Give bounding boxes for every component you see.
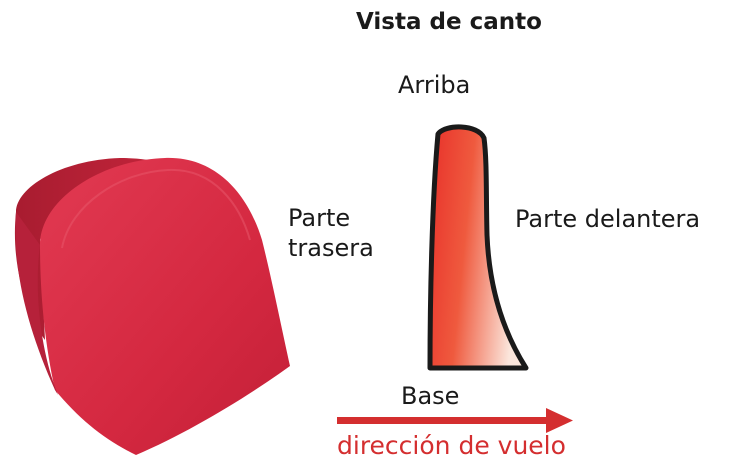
direction-arrow [337, 408, 573, 433]
front-label: Parte delantera [515, 205, 701, 233]
base-label: Base [401, 382, 460, 410]
flight-direction-label: dirección de vuelo [337, 431, 566, 460]
cushion-body [14, 157, 290, 455]
diagram-title: Vista de canto [356, 9, 542, 35]
back-label: Parte trasera [288, 204, 374, 262]
edge-profile-shape [427, 124, 529, 371]
top-label: Arriba [398, 71, 471, 99]
